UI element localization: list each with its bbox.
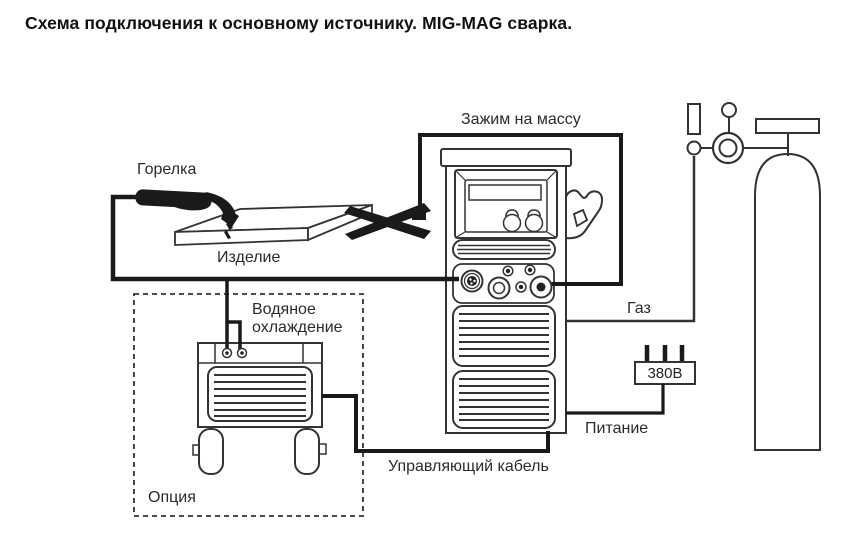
machine-connectors bbox=[460, 264, 553, 300]
power-cable-line bbox=[566, 384, 665, 415]
machine-vent-bar bbox=[452, 239, 556, 260]
flowmeter-tube bbox=[687, 103, 701, 135]
water-cooler-unit bbox=[192, 342, 327, 475]
machine-top-cap bbox=[440, 148, 572, 167]
voltage-380v-label: 380В bbox=[647, 365, 683, 382]
cylinder-cap bbox=[755, 118, 820, 134]
regulator-gauge-icon bbox=[711, 131, 745, 165]
display-screen bbox=[468, 184, 542, 201]
gas-outlet-fitting bbox=[686, 140, 702, 156]
ground-clamp-icon bbox=[344, 203, 431, 240]
lower-grille bbox=[452, 370, 556, 429]
option-label: Опция bbox=[148, 489, 196, 506]
control-cable-line bbox=[322, 394, 550, 453]
gas-hose-line bbox=[566, 156, 696, 323]
gas-label: Газ bbox=[627, 300, 651, 317]
water-cooling-label: Водяное охлаждение bbox=[252, 301, 343, 336]
left-knob-icon bbox=[502, 209, 522, 233]
right-knob-icon bbox=[524, 209, 544, 233]
cooler-grille bbox=[207, 366, 313, 422]
ground-clamp-label: Зажим на массу bbox=[461, 111, 581, 128]
plug-box bbox=[634, 361, 696, 385]
bracket-hole bbox=[572, 208, 589, 228]
right-wheel bbox=[294, 428, 320, 475]
power-label: Питание bbox=[585, 420, 649, 437]
gas-cylinder-group bbox=[687, 102, 821, 451]
workpiece-label: Изделие bbox=[217, 249, 281, 266]
page-title: Схема подключения к основному источнику.… bbox=[25, 13, 573, 33]
left-wheel bbox=[198, 428, 224, 475]
upper-grille bbox=[452, 305, 556, 367]
workpiece-plate bbox=[174, 203, 373, 246]
control-cable-label: Управляющий кабель bbox=[388, 458, 549, 475]
ground-cable-line bbox=[418, 133, 623, 286]
plus-output-socket bbox=[487, 276, 511, 300]
power-plug-380v bbox=[634, 345, 696, 385]
torch-cable-line bbox=[110, 194, 459, 282]
torch-label: Горелка bbox=[137, 161, 197, 178]
regulator-knob-icon bbox=[721, 102, 737, 118]
gas-cylinder bbox=[754, 152, 821, 451]
cooler-hose-branch-line bbox=[227, 320, 242, 350]
display-bezel bbox=[454, 169, 558, 239]
torch-icon bbox=[135, 189, 239, 239]
